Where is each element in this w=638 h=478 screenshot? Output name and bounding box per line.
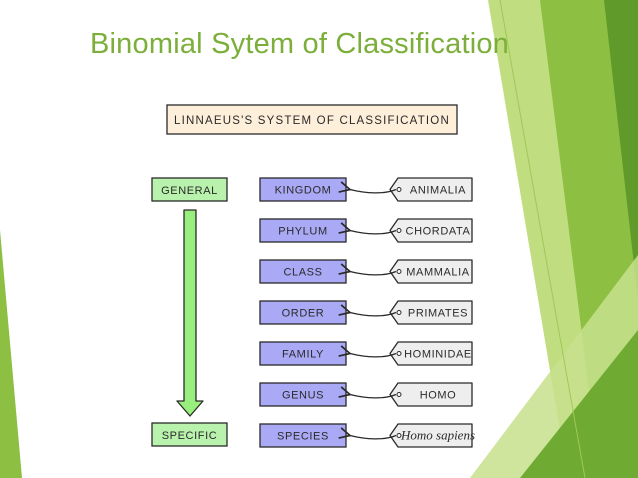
tag-hole	[396, 269, 402, 274]
deco-bottom-wedge-dark	[520, 330, 638, 478]
example-label: PRIMATES	[408, 308, 468, 320]
connector-arrow	[350, 272, 397, 276]
tag-hole	[396, 228, 402, 233]
deco-thin-line	[499, 0, 586, 478]
connector-arrow	[350, 313, 397, 317]
example-tag	[389, 218, 473, 243]
rank-label: KINGDOM	[275, 185, 332, 197]
rank-label: ORDER	[282, 308, 325, 320]
diagram-header: LINNAEUS'S SYSTEM OF CLASSIFICATION	[166, 104, 458, 135]
diagram-header-text: LINNAEUS'S SYSTEM OF CLASSIFICATION	[174, 115, 450, 127]
example-label: Homo sapiens	[400, 428, 475, 443]
tag-hole	[396, 392, 402, 397]
rank-label: CLASS	[283, 267, 322, 279]
rank-row: GENUS HOMO	[259, 382, 473, 407]
general-box: GENERAL	[151, 177, 228, 202]
example-label: ANIMALIA	[410, 185, 466, 197]
connector-arrow	[350, 436, 397, 440]
example-label: CHORDATA	[406, 226, 471, 238]
rank-row: KINGDOM ANIMALIA	[259, 177, 473, 202]
connector-arrow	[350, 395, 397, 399]
rank-label: SPECIES	[277, 431, 329, 443]
tag-hole	[396, 433, 402, 438]
example-tag	[389, 259, 473, 284]
deco-left-sliver	[0, 230, 22, 478]
connector-arrow	[350, 231, 397, 235]
example-tag	[389, 177, 473, 202]
rank-row: ORDER PRIMATES	[259, 300, 473, 325]
rank-label: FAMILY	[282, 349, 324, 361]
rank-row: CLASS MAMMALIA	[259, 259, 473, 284]
general-to-specific-arrow	[176, 209, 204, 417]
example-label: HOMINIDAE	[404, 349, 472, 361]
tag-hole	[396, 310, 402, 315]
example-tag	[389, 423, 473, 448]
general-label: GENERAL	[161, 185, 218, 197]
example-tag	[389, 341, 473, 366]
specific-box: SPECIFIC	[151, 422, 228, 447]
rank-label: PHYLUM	[278, 226, 327, 238]
rank-rows: KINGDOM ANIMALIA PHYLUM CHORDATA CLASS MAMMAL…	[259, 177, 475, 448]
example-tag	[389, 382, 473, 407]
example-label: MAMMALIA	[406, 267, 470, 279]
rank-label: GENUS	[282, 390, 324, 402]
connector-arrow	[350, 354, 397, 358]
tag-hole	[396, 187, 402, 192]
example-tag	[389, 300, 473, 325]
slide-title: Binomial Sytem of Classification	[90, 28, 509, 60]
connector-arrow	[350, 190, 397, 194]
rank-row: PHYLUM CHORDATA	[259, 218, 473, 243]
specific-label: SPECIFIC	[162, 430, 218, 442]
rank-row: FAMILY HOMINIDAE	[259, 341, 473, 366]
deco-right-band-dark	[604, 0, 638, 300]
rank-row: SPECIES Homo sapiens	[259, 423, 475, 448]
example-label: HOMO	[420, 390, 457, 402]
tag-hole	[396, 351, 402, 356]
